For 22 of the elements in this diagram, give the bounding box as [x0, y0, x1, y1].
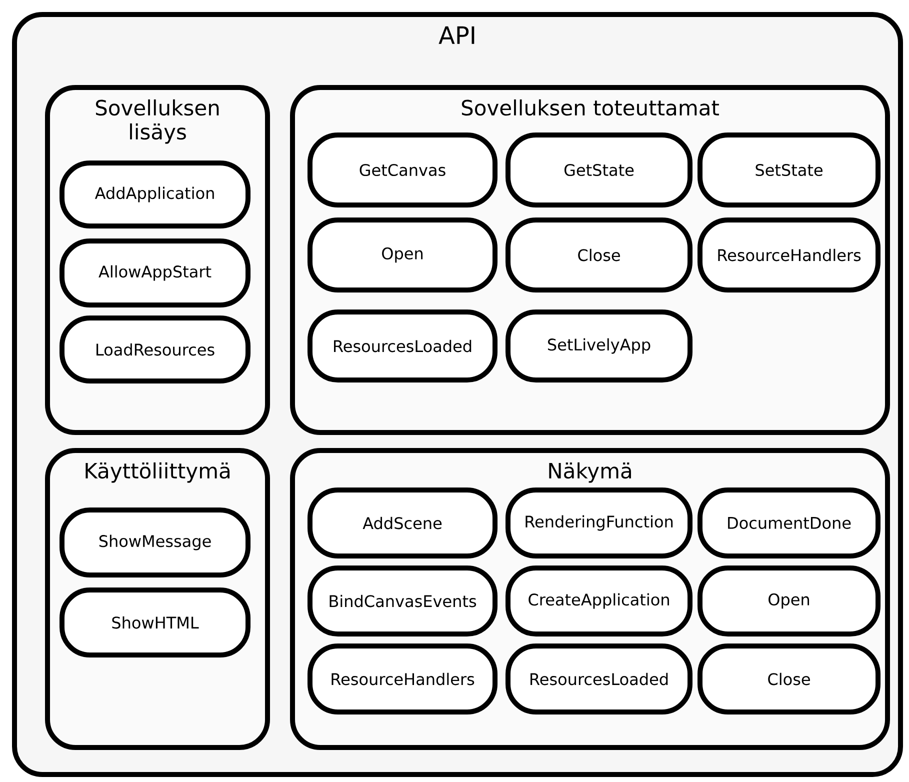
- function-box: SetLivelyApp: [506, 310, 692, 382]
- function-box: ResourcesLoaded: [308, 310, 498, 382]
- function-box: ShowMessage: [60, 508, 250, 578]
- function-box: SetState: [698, 132, 881, 208]
- function-box: ShowHTML: [60, 588, 250, 658]
- function-box: ResourceHandlers: [308, 644, 498, 714]
- function-box: DocumentDone: [698, 488, 881, 558]
- function-box: AddApplication: [60, 160, 250, 228]
- function-box: BindCanvasEvents: [308, 566, 498, 636]
- function-box: ResourcesLoaded: [506, 644, 692, 714]
- function-box: GetCanvas: [308, 132, 498, 208]
- function-box: AddScene: [308, 488, 498, 558]
- function-box: Open: [698, 566, 881, 636]
- function-box: LoadResources: [60, 316, 250, 384]
- function-box: GetState: [506, 132, 692, 208]
- function-box: CreateApplication: [506, 566, 692, 636]
- function-box: ResourceHandlers: [698, 218, 881, 292]
- function-box: Close: [506, 218, 692, 292]
- function-box: Open: [308, 218, 498, 292]
- function-box: AllowAppStart: [60, 238, 250, 308]
- function-box: Close: [698, 644, 881, 714]
- function-box: RenderingFunction: [506, 488, 692, 558]
